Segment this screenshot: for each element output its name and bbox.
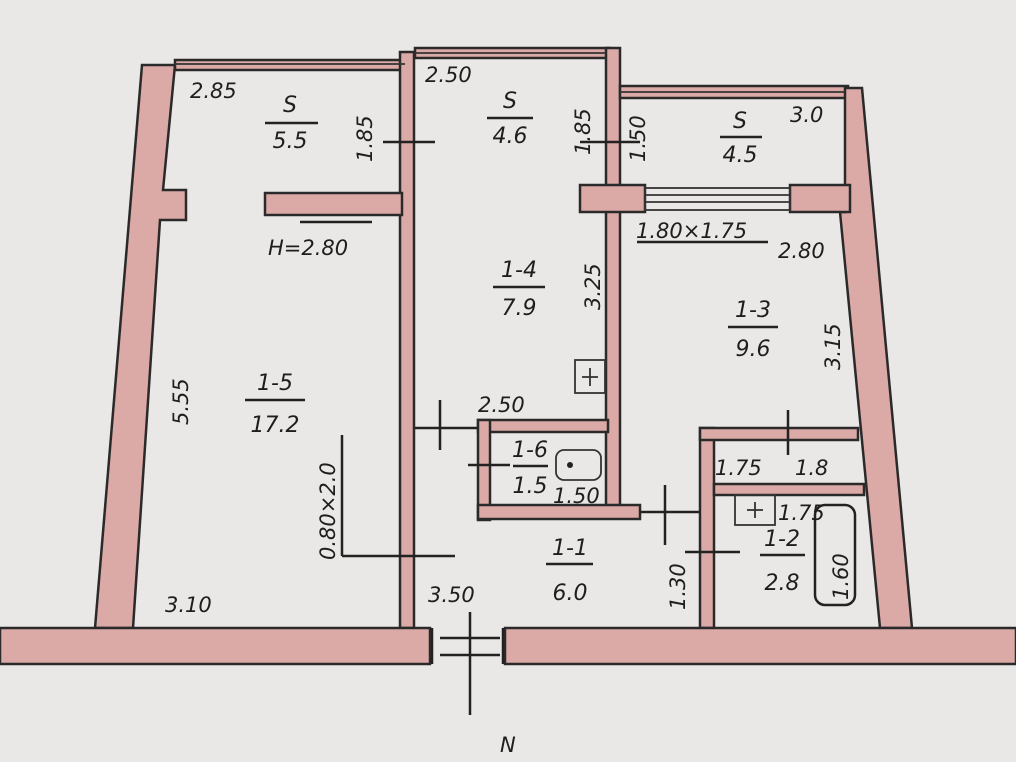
- bottom-outer-wall-right: [503, 626, 1016, 666]
- labels: S 5.5 2.85 1.85 S 4.6 2.50 1.85 S 4.5 3.…: [165, 63, 853, 757]
- bath-middle-wall: [712, 482, 866, 497]
- balcony-1-area: 5.5: [273, 129, 308, 154]
- balcony-2-width: 1.85: [571, 108, 595, 155]
- balcony-1-length: 2.85: [190, 79, 237, 103]
- room-1-2-area: 2.8: [765, 571, 800, 596]
- balcony-1-label: S: [283, 93, 297, 118]
- room-1-1-length: 3.50: [428, 583, 475, 607]
- room-1-5-area: 17.2: [251, 413, 300, 438]
- sink-icon: [574, 359, 606, 394]
- openings: [175, 52, 857, 715]
- tub-size: 1.60: [829, 553, 853, 600]
- balcony-2-area: 4.6: [493, 124, 528, 149]
- balcony-3-area: 4.5: [723, 143, 758, 168]
- balcony-3-label: S: [733, 109, 747, 134]
- bathtub-icon: [813, 503, 857, 607]
- room-1-5-width: 3.10: [165, 593, 212, 617]
- room-1-2-id: 1-2: [764, 527, 800, 552]
- balcony-2-length: 2.50: [425, 63, 472, 87]
- room-1-4-area: 7.9: [502, 296, 537, 321]
- wc-width: 1.75: [715, 456, 762, 480]
- wall-between-1-5-and-1-4: [398, 50, 416, 630]
- toilet-icon: [555, 449, 602, 481]
- room-1-6-width: 1.50: [553, 484, 600, 508]
- bottom-outer-wall-left: [0, 626, 432, 666]
- room-1-4-id: 1-4: [501, 258, 537, 283]
- room-1-3-width: 2.80: [778, 239, 825, 263]
- balcony-3-length: 3.0: [790, 103, 823, 127]
- bath-sink-icon: [734, 494, 776, 526]
- left-outer-wall: [93, 63, 188, 630]
- balcony-3-wall-left: [578, 183, 647, 214]
- room-1-4-length: 3.25: [581, 263, 605, 310]
- room-1-5-id: 1-5: [257, 371, 293, 396]
- wall-between-1-4-and-1-3: [604, 46, 622, 508]
- bath-width: 1.75: [778, 501, 825, 525]
- partition-1-5-balcony: [263, 191, 404, 217]
- room-1-6-area: 1.5: [513, 474, 548, 499]
- balcony-2-label: S: [503, 89, 517, 114]
- room-1-1-id: 1-1: [552, 536, 588, 561]
- bath-left-wall: [698, 426, 716, 630]
- right-outer-wall: [838, 86, 914, 630]
- balcony-3-wall-right: [788, 183, 852, 214]
- room-1-1-width: 1.30: [666, 563, 690, 610]
- room-1-3-length: 3.15: [821, 323, 845, 370]
- room-1-1-area: 6.0: [553, 581, 588, 606]
- room-1-3-id: 1-3: [735, 298, 771, 323]
- balcony-3-width: 1.50: [626, 115, 650, 162]
- room-1-3-area: 9.6: [736, 337, 771, 362]
- balcony-1-width: 1.85: [353, 115, 377, 162]
- room-1-4-width: 2.50: [478, 393, 525, 417]
- north-label: N: [500, 733, 516, 757]
- fraction-bars: [245, 116, 805, 566]
- window-size: 1.80×1.75: [636, 219, 747, 243]
- bath-top-wall: [698, 426, 860, 442]
- top-wall-balcony-1: [173, 58, 407, 72]
- wc-1-6-top-wall: [476, 418, 610, 434]
- wc-length: 1.8: [795, 456, 828, 480]
- room-1-5-length: 5.55: [169, 378, 193, 425]
- room-1-6-id: 1-6: [512, 438, 548, 463]
- window-1-3: [644, 187, 791, 211]
- door-size: 0.80×2.0: [316, 462, 340, 560]
- ceiling-height: H=2.80: [268, 236, 348, 260]
